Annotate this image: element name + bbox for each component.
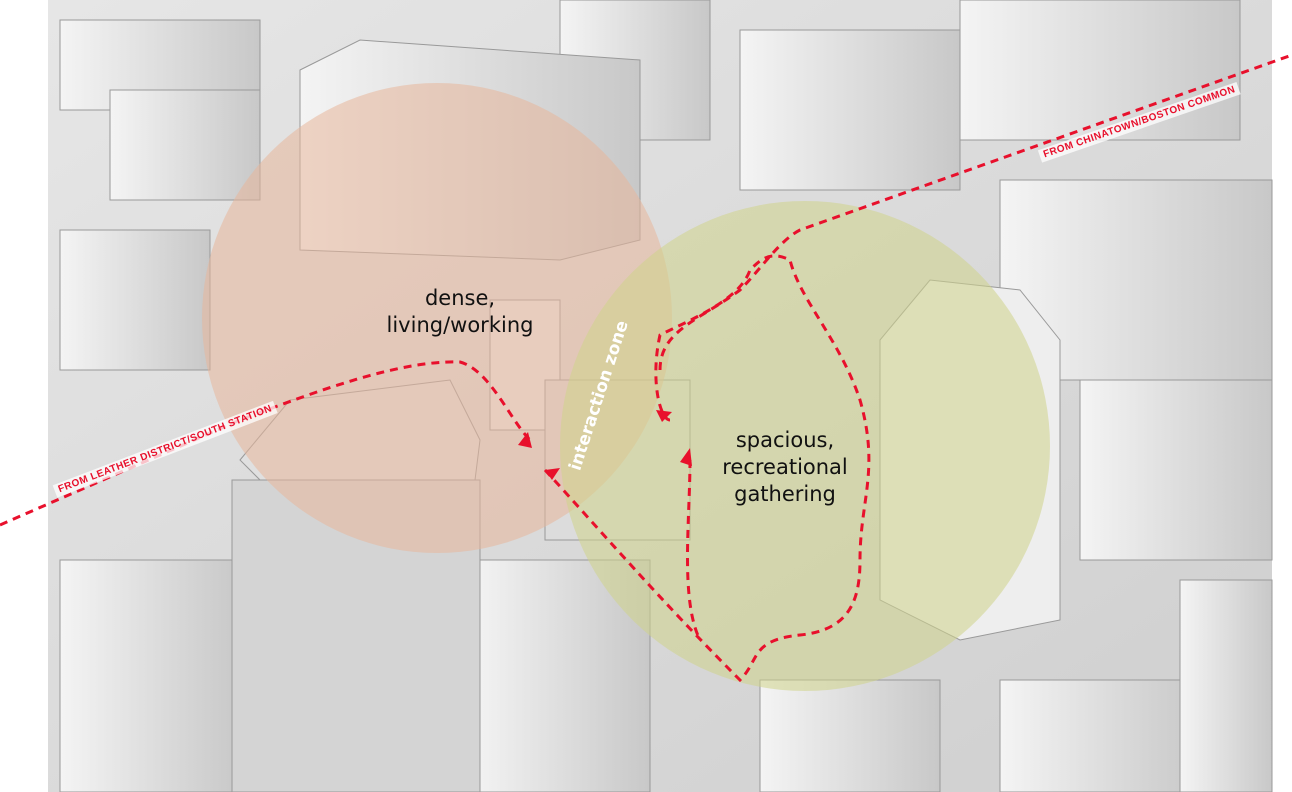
dense-zone-circle (202, 83, 672, 553)
arrow-icon (680, 448, 692, 466)
route-chinatown (658, 53, 1292, 371)
spacious-label-line3: gathering (734, 482, 836, 506)
spacious-label-line1: spacious, (735, 428, 835, 452)
dense-label-line2: living/working (386, 313, 534, 337)
spacious-label-line2: recreational (722, 455, 848, 479)
spacious-zone-label: spacious, recreational gathering (710, 427, 860, 508)
arrow-icon (656, 410, 672, 422)
dense-zone-label: dense, living/working (380, 285, 540, 339)
arrow-icon (518, 432, 532, 448)
dense-label-line1: dense, (424, 286, 496, 310)
loop-path (543, 254, 871, 683)
arrow-icon (545, 468, 560, 480)
route-leather (0, 360, 532, 527)
